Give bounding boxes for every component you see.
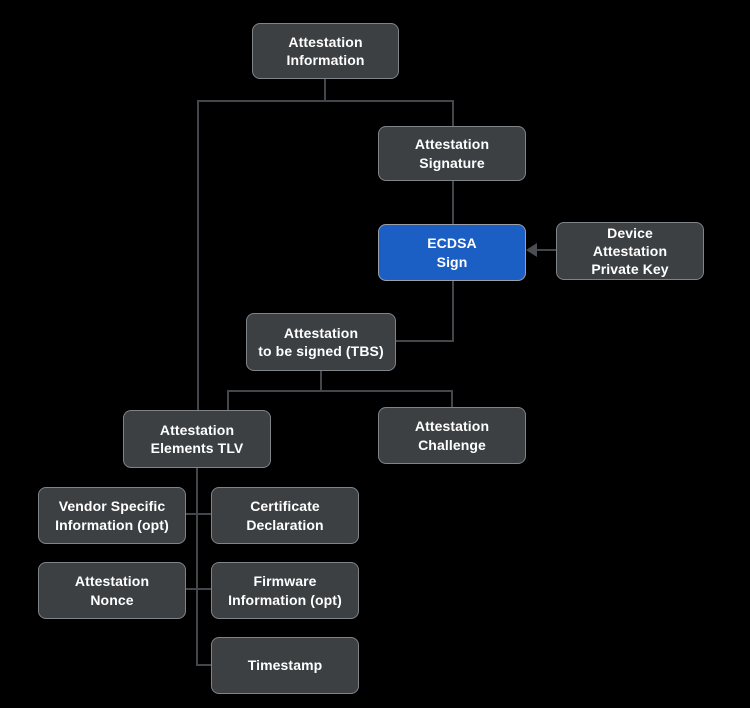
edge-attestation-information-drop xyxy=(324,79,326,102)
node-label-line: Attestation xyxy=(159,421,235,438)
node-attestation-elements-tlv: Attestation Elements TLV xyxy=(123,410,271,468)
node-attestation-to-be-signed-tbs: Attestation to be signed (TBS) xyxy=(246,313,396,371)
node-label-line: Timestamp xyxy=(247,657,323,674)
node-ecdsa-sign: ECDSA Sign xyxy=(378,224,526,281)
node-label-line: Attestation xyxy=(288,33,363,50)
node-certificate-declaration: Certificate Declaration xyxy=(211,487,359,544)
node-label-line: Private Key xyxy=(591,261,669,278)
edge-tap-nonce-firmware xyxy=(186,588,212,590)
node-label-line: Device xyxy=(607,224,653,241)
node-attestation-information: Attestation Information xyxy=(252,23,399,79)
node-label-line: to be signed (TBS) xyxy=(258,343,384,359)
node-vendor-specific-information: Vendor Specific Information (opt) xyxy=(38,487,186,544)
node-attestation-signature: Attestation Signature xyxy=(378,126,526,181)
edge-split-to-challenge xyxy=(451,390,453,408)
edge-ecdsa-down xyxy=(452,280,454,342)
node-label-line: Firmware xyxy=(253,573,317,590)
node-label-line: Declaration xyxy=(246,516,324,533)
node-label-line: Sign xyxy=(436,253,468,270)
node-label-line: Attestation xyxy=(414,136,490,153)
node-label-line: ECDSA xyxy=(427,235,477,252)
node-label-line: Attestation xyxy=(74,573,150,590)
node-label-line: Attestation xyxy=(414,418,490,435)
node-label-line: Information (opt) xyxy=(55,516,169,533)
edge-tbs-split-horizontal xyxy=(227,390,453,392)
edge-to-attestation-elements-tlv xyxy=(197,100,199,411)
edge-signature-to-ecdsa xyxy=(452,180,454,225)
edge-to-timestamp xyxy=(196,664,212,666)
edge-tbs-drop xyxy=(320,370,322,392)
arrow-left-head-icon xyxy=(526,243,537,257)
node-label-line: Vendor Specific xyxy=(58,498,166,515)
node-label-line: Elements TLV xyxy=(150,440,244,456)
edge-top-split-horizontal xyxy=(197,100,454,102)
node-label-line: Certificate xyxy=(250,498,320,515)
node-timestamp: Timestamp xyxy=(211,637,359,694)
node-label-line: Nonce xyxy=(90,591,134,608)
node-attestation-nonce: Attestation Nonce xyxy=(38,562,186,619)
node-firmware-information: Firmware Information (opt) xyxy=(211,562,359,619)
node-attestation-challenge: Attestation Challenge xyxy=(378,407,526,464)
node-label-line: Signature xyxy=(419,154,485,171)
edge-elements-trunk xyxy=(196,467,198,666)
edge-to-attestation-signature xyxy=(452,100,454,126)
edge-tap-vendor-certificate xyxy=(186,513,212,515)
edge-split-to-elements-tlv xyxy=(227,390,229,411)
node-label-line: Information xyxy=(286,52,365,68)
edge-ecdsa-to-tbs xyxy=(395,340,454,342)
node-device-attestation-private-key: Device Attestation Private Key xyxy=(556,222,704,280)
node-label-line: Attestation xyxy=(283,324,359,341)
node-label-line: Challenge xyxy=(418,436,486,453)
edge-private-key-arrow-stem xyxy=(534,249,557,251)
node-label-line: Attestation xyxy=(592,242,668,259)
node-label-line: Information (opt) xyxy=(228,591,342,608)
